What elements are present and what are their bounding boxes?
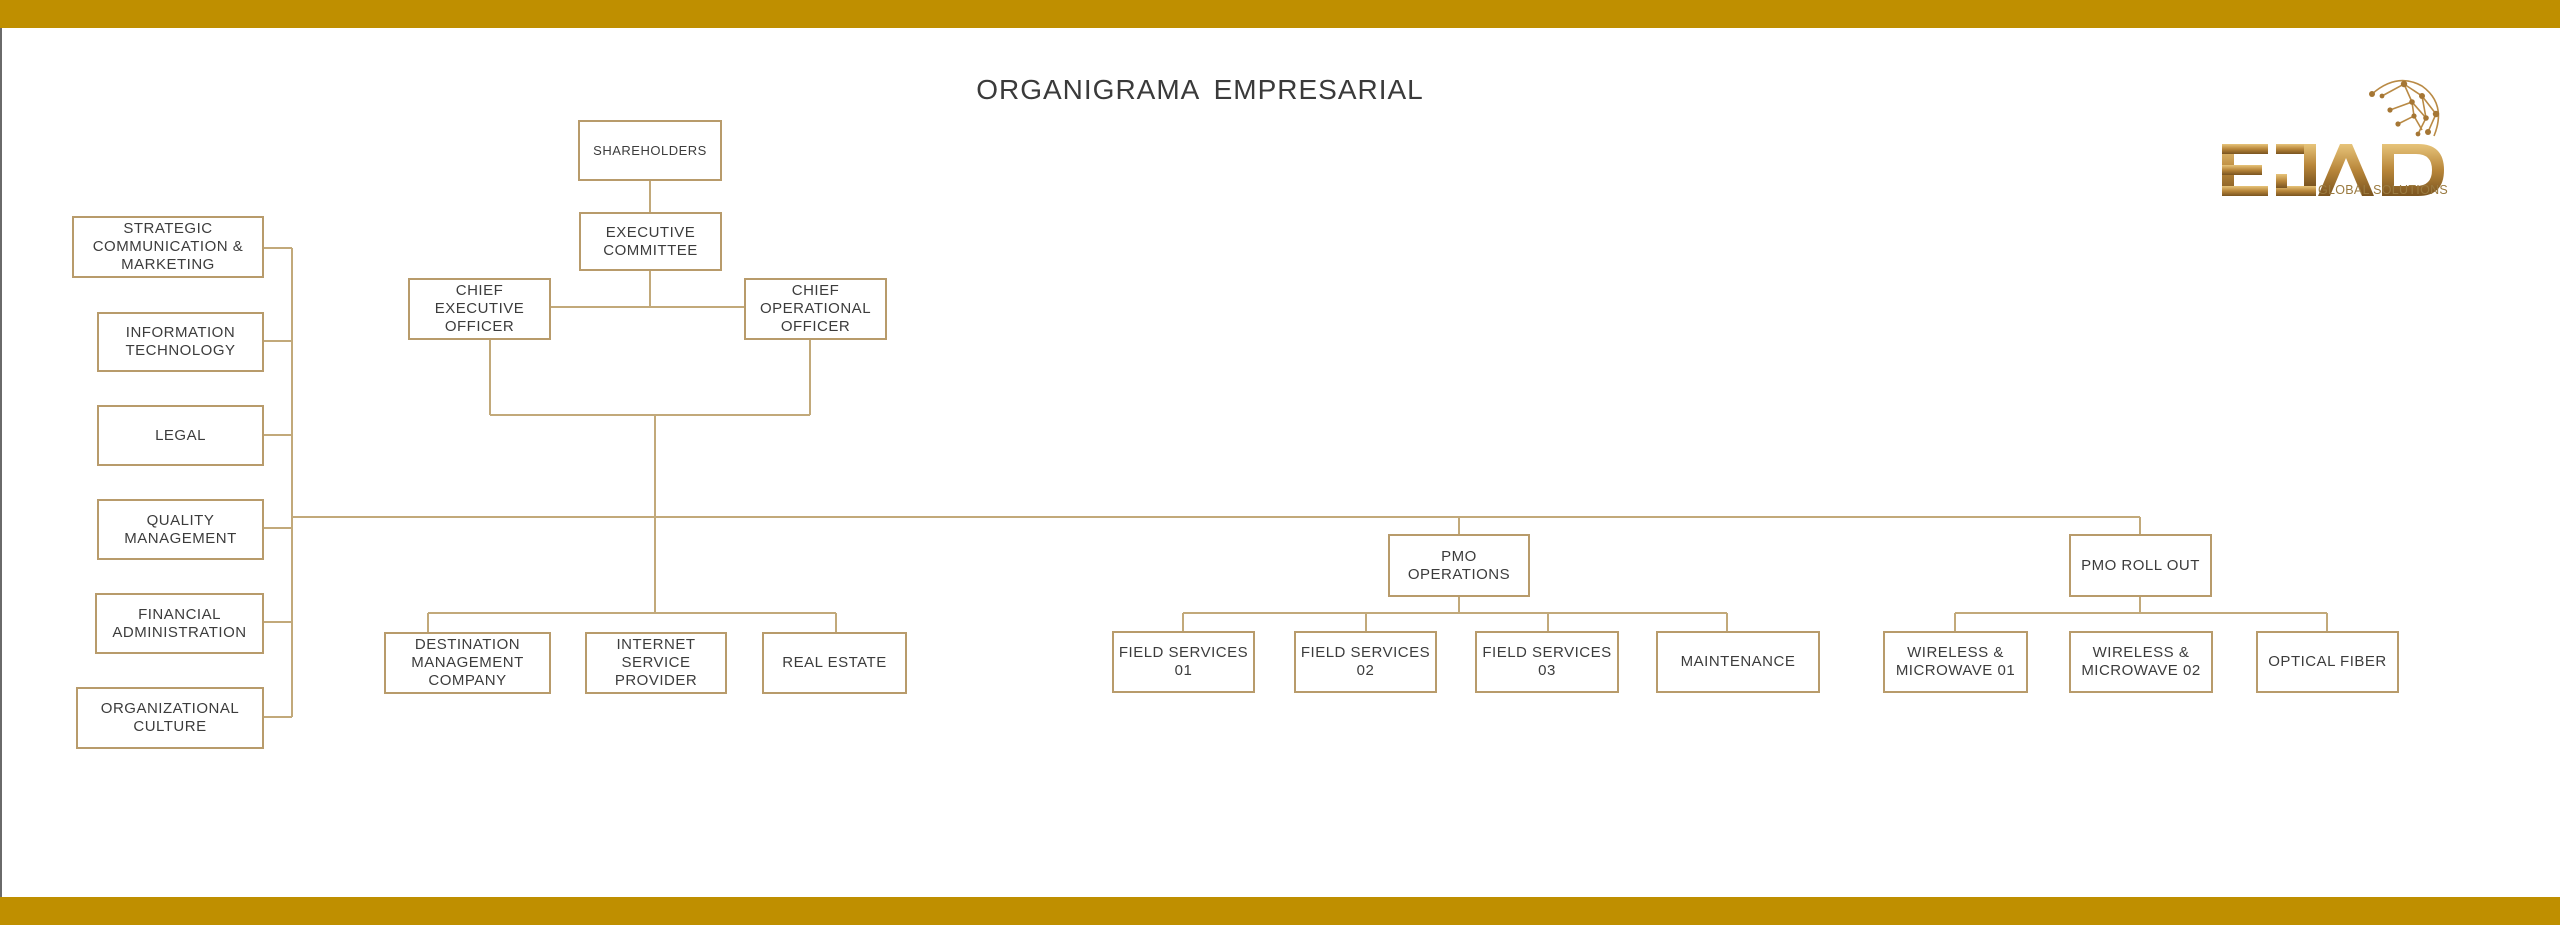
node-shareholders[interactable]: SHAREHOLDERS bbox=[578, 120, 722, 181]
node-quality-management[interactable]: QUALITY MANAGEMENT bbox=[97, 499, 264, 560]
node-pmo-roll-out[interactable]: PMO ROLL OUT bbox=[2069, 534, 2212, 597]
node-chief-operational-officer[interactable]: CHIEF OPERATIONAL OFFICER bbox=[744, 278, 887, 340]
ejad-logo: GLOBAL SOLUTIONS bbox=[2222, 66, 2472, 206]
node-strategic-communication-marketing[interactable]: STRATEGIC COMMUNICATION & MARKETING bbox=[72, 216, 264, 278]
node-information-technology[interactable]: INFORMATION TECHNOLOGY bbox=[97, 312, 264, 372]
node-chief-executive-officer[interactable]: CHIEF EXECUTIVE OFFICER bbox=[408, 278, 551, 340]
chart-title: ORGANIGRAMA EMPRESARIAL bbox=[976, 74, 1424, 105]
node-organizational-culture[interactable]: ORGANIZATIONAL CULTURE bbox=[76, 687, 264, 749]
node-field-services-01[interactable]: FIELD SERVICES 01 bbox=[1112, 631, 1255, 693]
node-destination-management-company[interactable]: DESTINATION MANAGEMENT COMPANY bbox=[384, 632, 551, 694]
node-field-services-02[interactable]: FIELD SERVICES 02 bbox=[1294, 631, 1437, 693]
bottom-gold-band bbox=[0, 897, 2560, 925]
top-gold-band bbox=[0, 0, 2560, 28]
node-field-services-03[interactable]: FIELD SERVICES 03 bbox=[1475, 631, 1619, 693]
ejad-globe-logo-icon bbox=[2222, 79, 2444, 196]
node-optical-fiber[interactable]: OPTICAL FIBER bbox=[2256, 631, 2399, 693]
node-financial-administration[interactable]: FINANCIAL ADMINISTRATION bbox=[95, 593, 264, 654]
node-pmo-operations[interactable]: PMO OPERATIONS bbox=[1388, 534, 1530, 597]
node-wireless-microwave-01[interactable]: WIRELESS & MICROWAVE 01 bbox=[1883, 631, 2028, 693]
node-wireless-microwave-02[interactable]: WIRELESS & MICROWAVE 02 bbox=[2069, 631, 2213, 693]
logo-subtitle: GLOBAL SOLUTIONS bbox=[2318, 183, 2449, 197]
node-executive-committee[interactable]: EXECUTIVE COMMITTEE bbox=[579, 212, 722, 271]
node-maintenance[interactable]: MAINTENANCE bbox=[1656, 631, 1820, 693]
node-legal[interactable]: LEGAL bbox=[97, 405, 264, 466]
left-border-line bbox=[0, 28, 2, 897]
node-real-estate[interactable]: REAL ESTATE bbox=[762, 632, 907, 694]
node-internet-service-provider[interactable]: INTERNET SERVICE PROVIDER bbox=[585, 632, 727, 694]
